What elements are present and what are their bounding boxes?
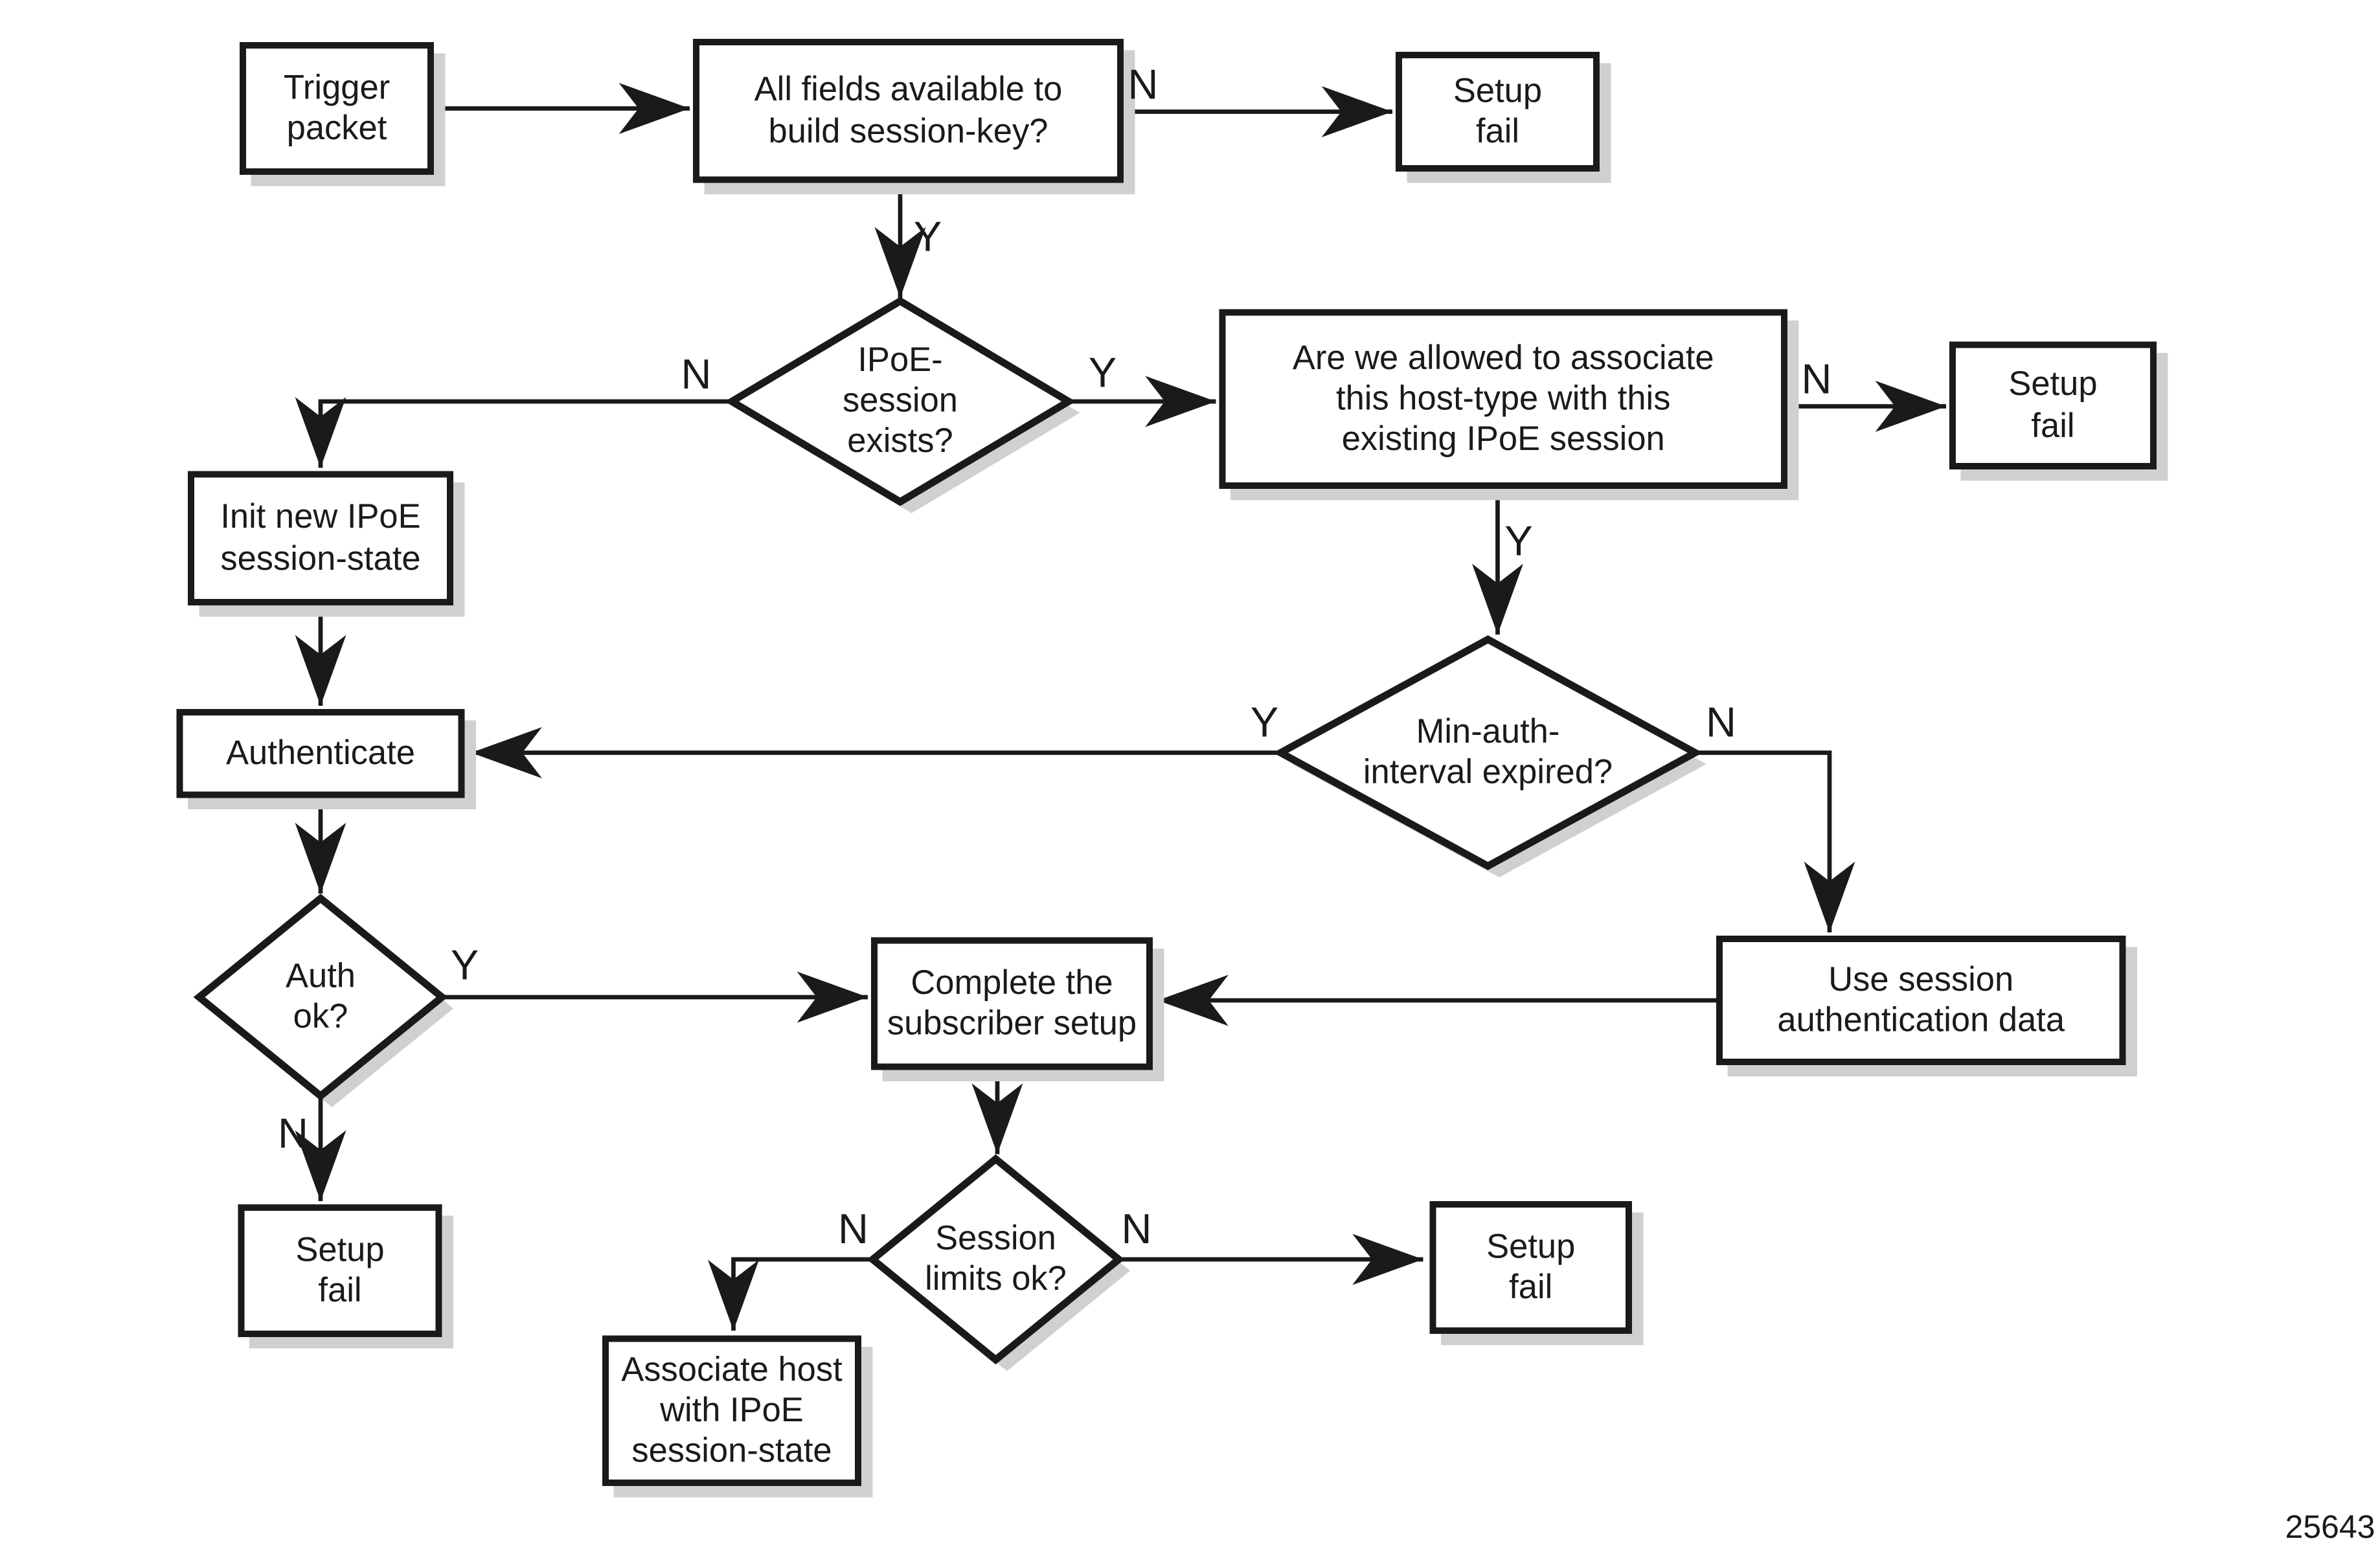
node-session-limits-ok-label: Session limits ok? <box>925 1220 1067 1298</box>
edge-sessionlimits-left-to-associate <box>708 1257 873 1331</box>
node-setup-fail-top: Setup fail <box>1396 52 1600 172</box>
edge-label-limits-left-no: N <box>838 1204 868 1253</box>
edge-label-fields-yes: Y <box>913 212 942 261</box>
edge-label-allowed-yes: Y <box>1504 516 1533 565</box>
edge-label-limits-right-no: N <box>1121 1204 1152 1253</box>
edge-label-fields-no: N <box>1128 60 1159 109</box>
edge-label-minauth-yes: Y <box>1250 697 1279 747</box>
figure-number: 25643 <box>2285 1510 2375 1546</box>
node-complete-subscriber-setup: Complete the subscriber setup <box>871 937 1153 1070</box>
node-ipoe-session-exists-label: IPoE- session exists? <box>842 342 958 461</box>
node-allowed-to-associate: Are we allowed to associate this host-ty… <box>1219 309 1787 489</box>
edge-label-exists-no: N <box>681 350 712 398</box>
edge-label-minauth-no: N <box>1706 697 1736 747</box>
node-setup-fail-auth: Setup fail <box>238 1204 442 1337</box>
node-authenticate: Authenticate <box>176 709 465 798</box>
node-setup-fail-limits: Setup fail <box>1429 1201 1632 1334</box>
edge-label-authok-yes: Y <box>450 940 479 989</box>
node-auth-ok-label: Auth ok? <box>285 958 356 1036</box>
min-auth-diamond <box>1273 635 1703 870</box>
edge-ipoeexists-no-to-init <box>295 397 732 468</box>
ipoe-exists-diamond <box>725 297 1076 506</box>
edge-label-allowed-no: N <box>1801 354 1832 403</box>
node-associate-host: Associate host with IPoE session-state <box>602 1335 861 1486</box>
session-limits-diamond <box>867 1154 1125 1365</box>
node-init-new-ipoe-session: Init new IPoE session-state <box>188 471 453 605</box>
node-trigger-packet: Trigger packet <box>240 42 434 175</box>
node-all-fields-available: All fields available to build session-ke… <box>693 39 1124 183</box>
edge-minauth-no-to-usesession <box>1695 750 1855 933</box>
edge-label-authok-no: N <box>278 1109 308 1158</box>
node-setup-fail-right: Setup fail <box>1949 341 2157 469</box>
node-min-auth-interval-label: Min-auth- interval expired? <box>1363 714 1613 792</box>
edge-label-exists-yes: Y <box>1088 348 1117 397</box>
node-use-session-auth-data: Use session authentication data <box>1716 936 2126 1065</box>
auth-ok-diamond <box>193 894 448 1101</box>
